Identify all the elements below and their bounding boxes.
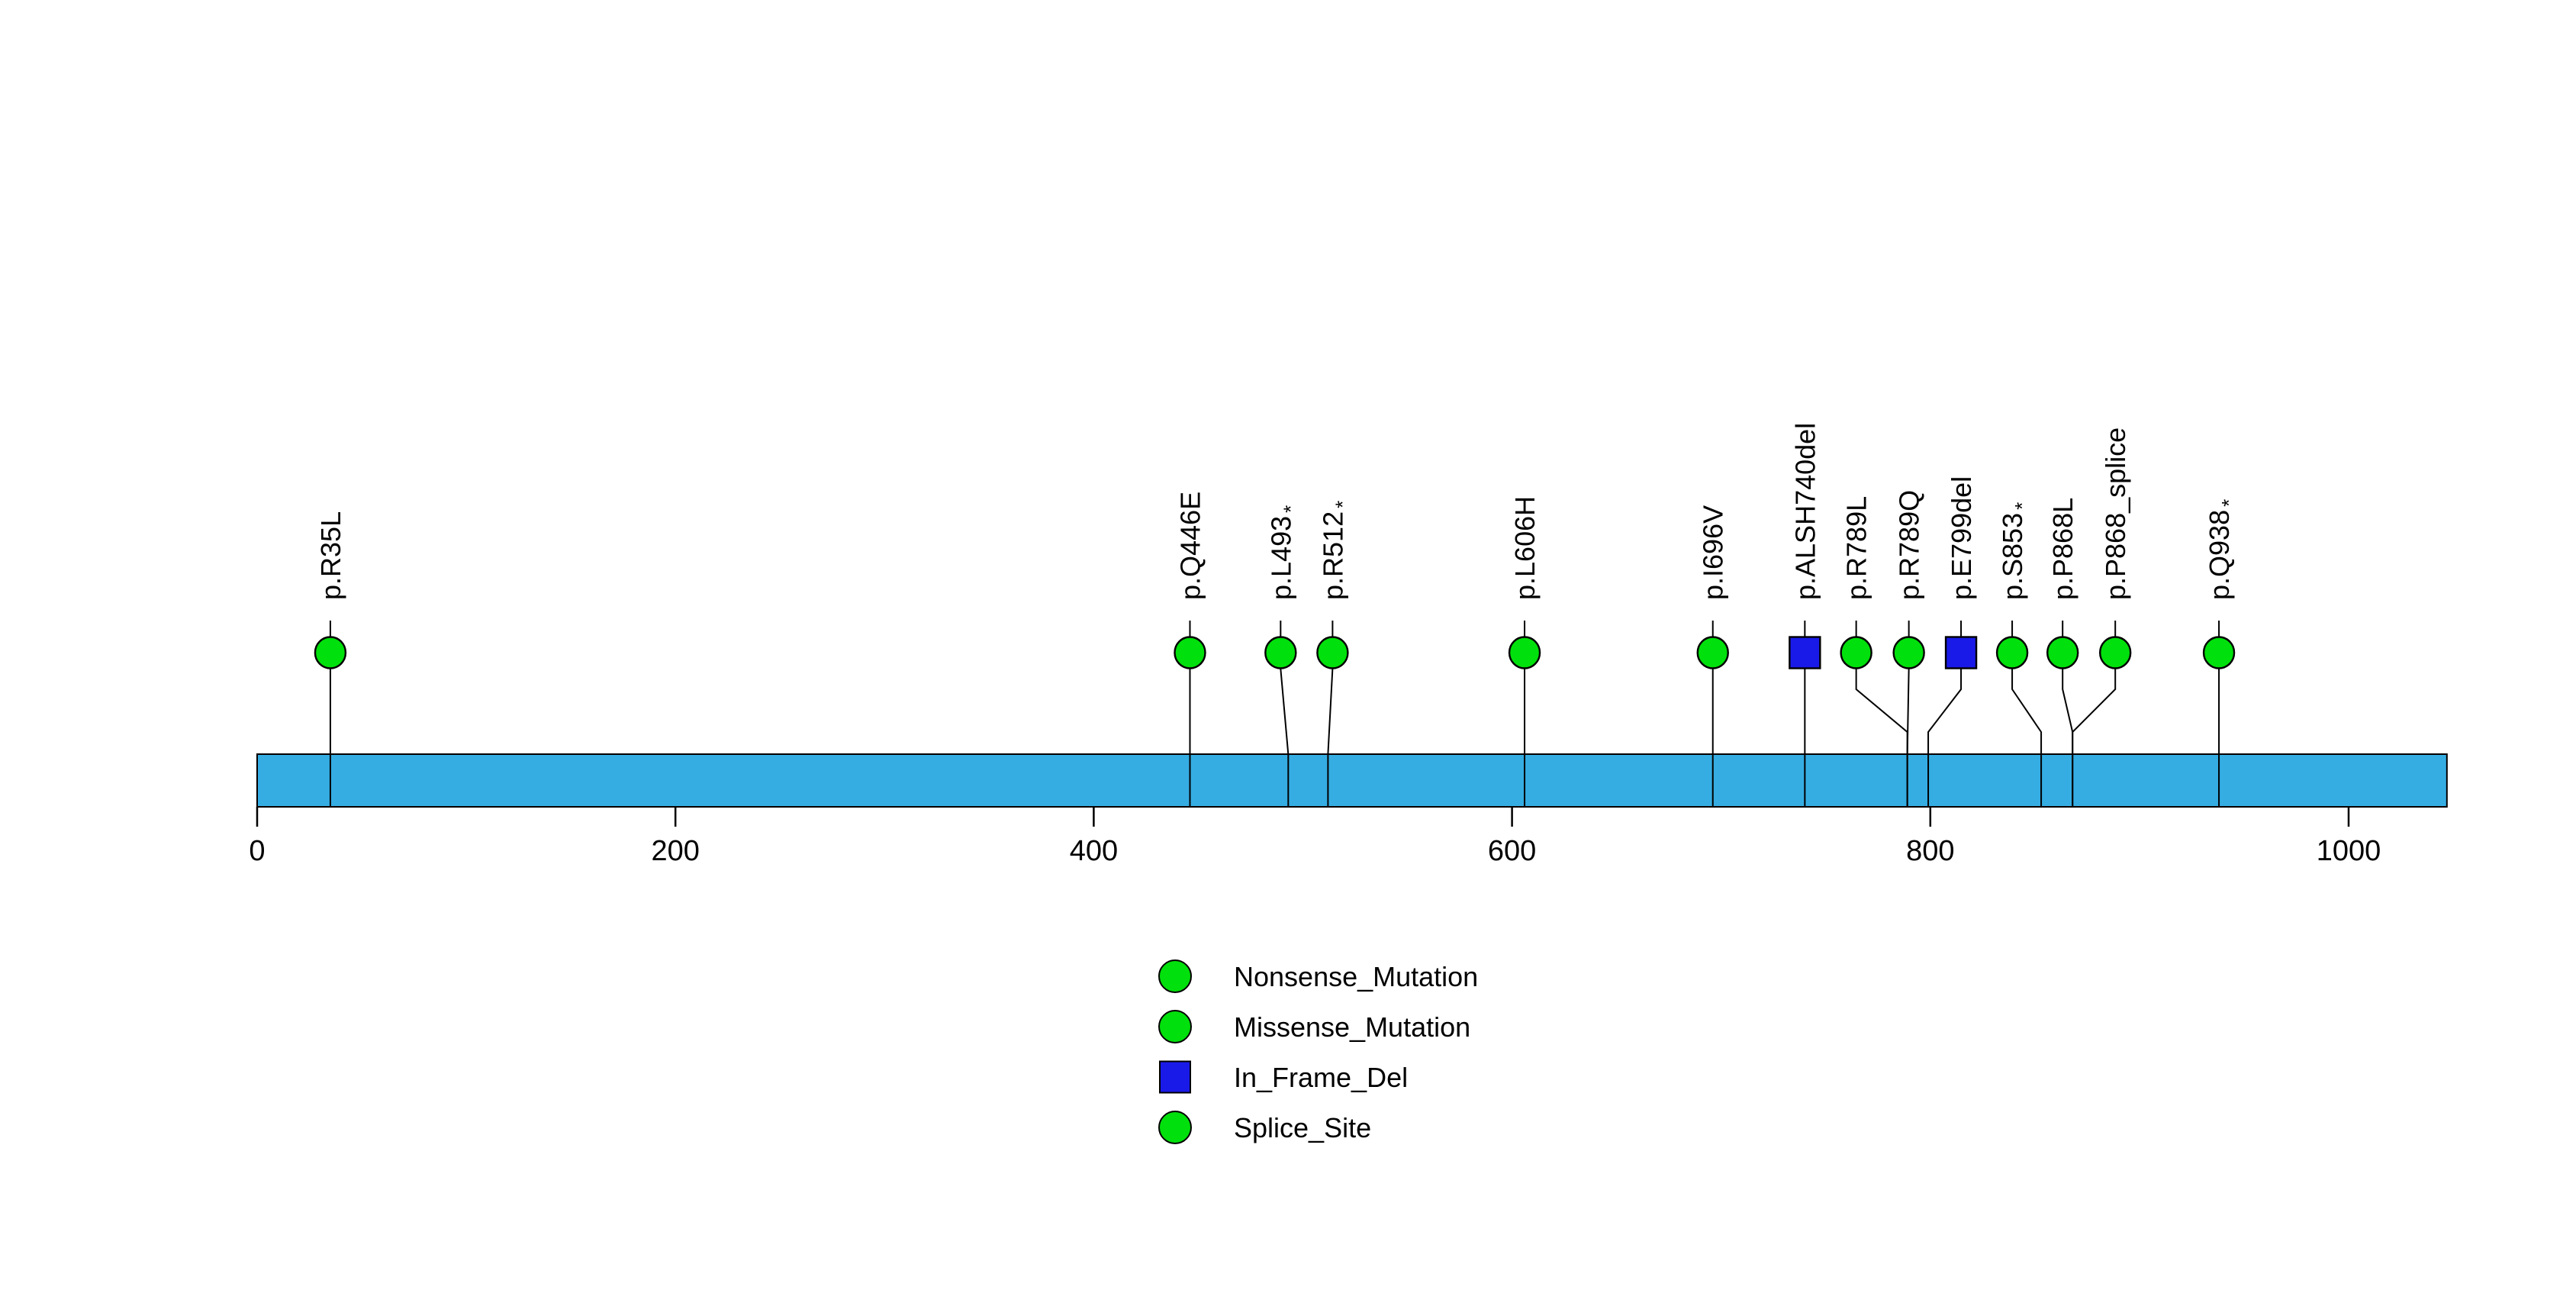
protein-bar [256, 753, 2448, 808]
mutation-label-text: p.R512 [1317, 511, 1348, 600]
legend-item: Splice_Site [1158, 1111, 1371, 1144]
legend-label: Splice_Site [1234, 1112, 1371, 1143]
mutation-marker-circle [1696, 636, 1729, 669]
mutation-label: p.P868_splice [2100, 427, 2131, 600]
mutation-label-layer: p.R35L p.Q446E p.L493 * p.R512 * p.L606H p.I696… [315, 423, 2240, 600]
legend-label: Missense_Mutation [1234, 1011, 1470, 1043]
mutation-label: p.R789L [1841, 496, 1872, 600]
mutation-label: p.Q938 * [2204, 499, 2240, 600]
axis-tick-label: 1000 [2317, 835, 2381, 867]
mutation-label-text: p.R789L [1841, 496, 1872, 600]
mutation-label-text: p.P868_splice [2100, 427, 2131, 600]
mutation-label-text: p.Q446E [1174, 492, 1206, 600]
mutation-label-text: p.R789Q [1894, 490, 1925, 600]
legend-marker-square [1159, 1060, 1191, 1094]
mutation-label-text: p.P868L [2047, 498, 2079, 600]
mutation-marker-circle [1892, 636, 1925, 669]
mutation-label: p.L493 * [1265, 505, 1302, 600]
mutation-label: p.I696V [1698, 505, 1729, 600]
mutation-marker-circle [1174, 636, 1206, 669]
legend: Nonsense_MutationMissense_MutationIn_Fra… [1158, 959, 1478, 1144]
mutation-label-text: p.L493 [1265, 516, 1296, 600]
mutation-label: p.P868L [2047, 498, 2079, 600]
mutation-label: p.Q446E [1174, 492, 1206, 600]
mutation-marker-circle [2098, 636, 2132, 669]
legend-marker-circle [1158, 1111, 1192, 1144]
protein-bar-layer [256, 753, 2448, 808]
mutation-marker-circle [2046, 636, 2079, 669]
mutation-label: p.R35L [315, 511, 346, 600]
mutation-marker-circle [2202, 636, 2236, 669]
axis-tick-label: 800 [1906, 835, 1954, 867]
mutation-label: p.R789Q [1894, 490, 1925, 600]
mutation-label-text: p.S853 [1997, 513, 2028, 600]
mutation-label: p.S853 * [1997, 502, 2033, 600]
mutation-marker-circle [314, 636, 347, 669]
x-axis-layer: 0 200 400 600 800 1000 [249, 807, 2381, 867]
mutation-label-text: p.Q938 [2204, 510, 2235, 600]
mutation-label: p.L606H [1509, 496, 1541, 600]
axis-tick-label: 400 [1070, 835, 1118, 867]
mutation-label-text: p.E799del [1946, 476, 1977, 600]
mutation-label: p.ALSH740del [1789, 423, 1821, 600]
legend-item: In_Frame_Del [1159, 1060, 1408, 1094]
legend-item: Nonsense_Mutation [1158, 959, 1478, 993]
mutation-label-asterisk: * [2217, 499, 2240, 507]
legend-label: Nonsense_Mutation [1234, 961, 1478, 992]
mutation-label: p.E799del [1946, 476, 1977, 600]
mutation-marker-square [1944, 636, 1978, 669]
mutation-label-asterisk: * [2011, 502, 2033, 510]
mutation-label-asterisk: * [1279, 505, 1302, 513]
mutation-label-asterisk: * [1331, 501, 1354, 508]
mutation-marker-circle [1995, 636, 2029, 669]
mutation-label-text: p.I696V [1698, 505, 1729, 600]
legend-item: Missense_Mutation [1158, 1010, 1470, 1043]
mutation-marker-circle [1840, 636, 1872, 669]
mutation-marker-circle [1264, 636, 1297, 669]
legend-marker-circle [1158, 1010, 1192, 1043]
legend-marker-circle [1158, 959, 1192, 993]
legend-label: In_Frame_Del [1234, 1062, 1408, 1093]
mutation-label-text: p.ALSH740del [1789, 423, 1821, 600]
mutation-marker-square [1789, 636, 1821, 669]
axis-tick-label: 0 [249, 835, 265, 867]
mutation-label-text: p.L606H [1509, 496, 1541, 600]
mutation-label: p.R512 * [1317, 501, 1354, 600]
mutation-marker-circle [1316, 636, 1349, 669]
mutation-marker-circle [1508, 636, 1541, 669]
mutation-marker-layer [314, 636, 2236, 669]
mutation-label-text: p.R35L [315, 511, 346, 600]
axis-tick-label: 600 [1488, 835, 1536, 867]
axis-tick-label: 200 [651, 835, 699, 867]
